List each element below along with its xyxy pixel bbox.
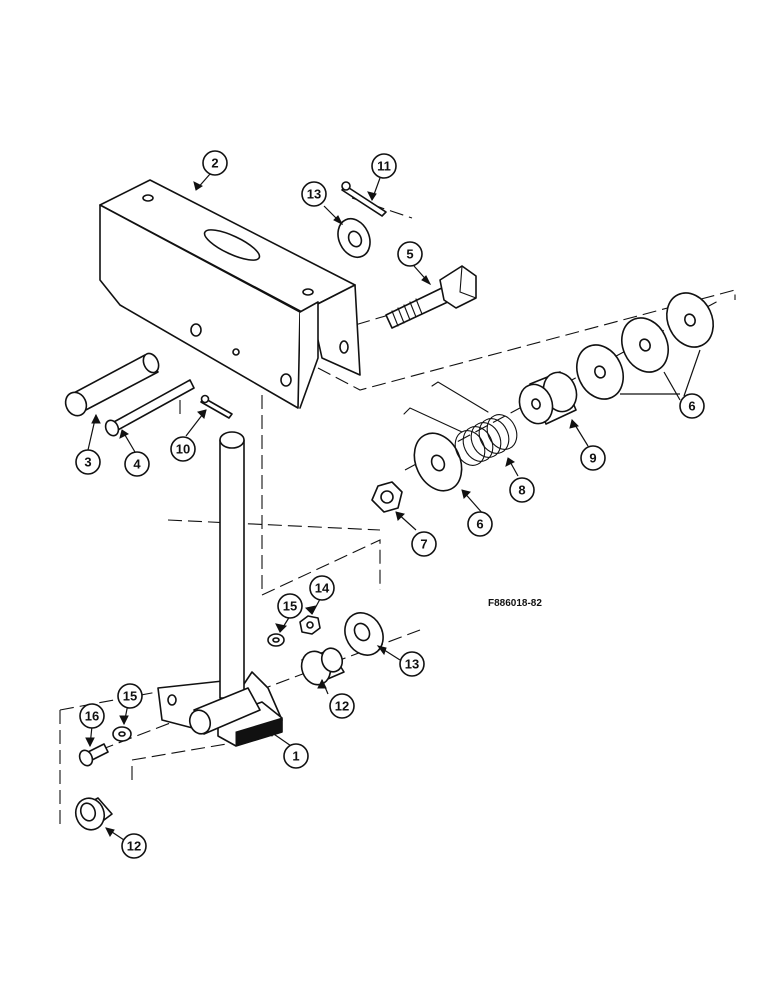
callout-13-lower: 13 — [399, 651, 425, 677]
svg-text:13: 13 — [307, 187, 321, 202]
svg-text:15: 15 — [123, 689, 137, 704]
svg-text:4: 4 — [133, 457, 141, 472]
svg-text:16: 16 — [85, 709, 99, 724]
callout-8: 8 — [509, 477, 535, 503]
washer-part-6-lower — [413, 432, 463, 492]
svg-text:14: 14 — [315, 581, 330, 596]
svg-text:2: 2 — [211, 156, 218, 171]
svg-text:10: 10 — [176, 442, 190, 457]
callout-11: 11 — [371, 153, 397, 179]
washers-part-6-upper — [576, 292, 714, 400]
callout-15-lower: 15 — [117, 683, 143, 709]
svg-text:12: 12 — [127, 839, 141, 854]
callout-14: 14 — [309, 575, 335, 601]
torsion-spring-part-8 — [403, 381, 518, 466]
svg-text:7: 7 — [420, 537, 427, 552]
cotter-pin-part-11 — [341, 181, 387, 217]
callout-16: 16 — [79, 703, 105, 729]
callout-12-upper: 12 — [329, 693, 355, 719]
bolt-part-5 — [385, 265, 477, 329]
hex-nut-part-7 — [371, 481, 403, 513]
svg-text:12: 12 — [335, 699, 349, 714]
figure-reference-code: F886018-82 — [488, 598, 542, 609]
callout-1: 1 — [283, 743, 309, 769]
nut-part-14 — [299, 615, 321, 635]
callout-6-lower: 6 — [467, 511, 493, 537]
washer-part-13-lower — [344, 612, 384, 656]
svg-text:3: 3 — [84, 455, 91, 470]
cotter-pin-part-10 — [200, 394, 233, 419]
cap-screw-part-16 — [78, 743, 109, 767]
svg-text:1: 1 — [292, 749, 299, 764]
spacer-part-9 — [518, 371, 578, 425]
washer-part-13-top — [337, 217, 371, 259]
callout-6-upper: 6 — [679, 393, 705, 419]
svg-text:6: 6 — [476, 517, 483, 532]
washer-part-15-lower — [112, 726, 132, 742]
svg-text:6: 6 — [688, 399, 695, 414]
svg-text:13: 13 — [405, 657, 419, 672]
svg-text:8: 8 — [518, 483, 525, 498]
callout-2: 2 — [202, 150, 228, 176]
mounting-bracket-part-2 — [99, 179, 361, 409]
callout-12-lower: 12 — [121, 833, 147, 859]
svg-text:11: 11 — [377, 159, 391, 174]
pin-part-4 — [104, 379, 195, 437]
clevis-pin-part-3 — [64, 352, 160, 417]
svg-text:15: 15 — [283, 599, 297, 614]
callout-4: 4 — [124, 451, 150, 477]
washer-part-15-upper — [267, 633, 285, 647]
callout-9: 9 — [580, 445, 606, 471]
callout-10: 10 — [170, 436, 196, 462]
callout-7: 7 — [411, 531, 437, 557]
pedal-lever-part-1 — [157, 431, 283, 747]
svg-text:9: 9 — [589, 451, 596, 466]
callout-13-top: 13 — [301, 181, 327, 207]
callout-15-upper: 15 — [277, 593, 303, 619]
callout-3: 3 — [75, 449, 101, 475]
bushing-part-12-lower — [74, 797, 113, 831]
svg-text:5: 5 — [406, 247, 413, 262]
callout-5: 5 — [397, 241, 423, 267]
